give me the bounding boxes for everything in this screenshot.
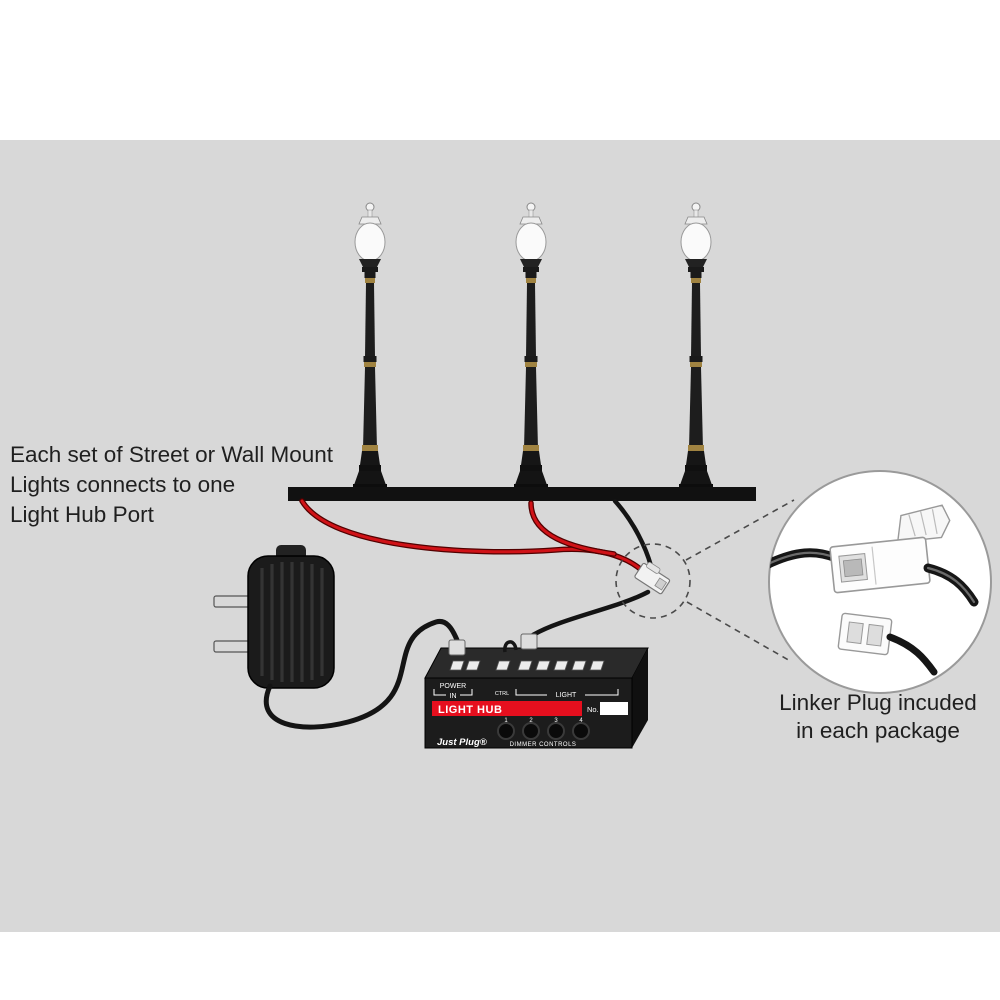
linker-plug-small <box>634 561 671 595</box>
hub-name-band <box>432 701 582 716</box>
right-caption-line1: Linker Plug incuded <box>779 690 977 715</box>
knob-2-label: 2 <box>529 718 533 724</box>
hub-light-bracket <box>515 689 619 696</box>
power-adapter <box>213 545 460 730</box>
hub-wire-loop <box>503 640 518 653</box>
hub-power-label: POWER <box>440 683 466 690</box>
hub-dimmer-label: DIMMER CONTROLS <box>510 742 577 748</box>
power-cord <box>263 618 460 730</box>
adapter-prong-bottom <box>213 640 253 653</box>
dimmer-knob-3 <box>547 722 565 740</box>
hub-ctrl-label: CTRL <box>495 691 509 697</box>
black-wire-to-hub <box>530 589 651 638</box>
hub-side-face <box>632 648 648 748</box>
knob-4-label: 4 <box>579 718 583 724</box>
callout-line-top <box>685 499 795 561</box>
hub-plug-power <box>448 639 466 656</box>
knob-1-label: 1 <box>504 718 508 724</box>
left-caption-line1: Each set of Street or Wall Mount <box>10 442 334 467</box>
linker-plug-detail <box>769 504 979 676</box>
detail-plug-wire <box>886 633 938 676</box>
detail-plug-small <box>837 612 893 656</box>
lamp-wiring <box>299 498 654 638</box>
hub-top-ports <box>449 660 605 671</box>
right-caption-line2: in each package <box>796 718 960 743</box>
adapter-ridges <box>260 562 324 682</box>
black-wire-to-plug <box>612 498 654 569</box>
dimmer-knob-2 <box>522 722 540 740</box>
left-caption: Each set of Street or Wall Mount Lights … <box>10 442 334 527</box>
light-hub: POWER IN CTRL LIGHT LIGHT HUB No. 1 2 3 … <box>424 633 649 749</box>
hub-no-label: No. <box>587 705 599 714</box>
dimmer-knob-1 <box>497 722 515 740</box>
hub-brand-label: Just Plug® <box>437 737 487 748</box>
hub-in-bracket <box>433 689 473 696</box>
hub-light-label: LIGHT <box>556 692 577 699</box>
hub-in-label: IN <box>450 693 457 700</box>
hub-plug-light <box>520 633 538 650</box>
mounting-bar <box>288 487 756 501</box>
right-caption: Linker Plug incuded in each package <box>779 690 977 743</box>
hub-no-box <box>600 702 628 715</box>
callout-line-bottom <box>686 601 793 663</box>
callout-dashed-circle <box>615 543 691 619</box>
adapter-prong-top <box>213 595 253 608</box>
magnifier-circle <box>768 470 992 694</box>
detail-connector-body <box>829 504 951 594</box>
left-caption-line2: Lights connects to one <box>10 472 235 497</box>
left-caption-line3: Light Hub Port <box>10 502 155 527</box>
dimmer-knob-4 <box>572 722 590 740</box>
red-wire-2 <box>529 501 616 556</box>
hub-knobs: 1 2 3 4 <box>497 718 590 740</box>
hub-name-label: LIGHT HUB <box>438 704 502 716</box>
knob-3-label: 3 <box>554 718 558 724</box>
red-wire-1 <box>300 499 648 576</box>
